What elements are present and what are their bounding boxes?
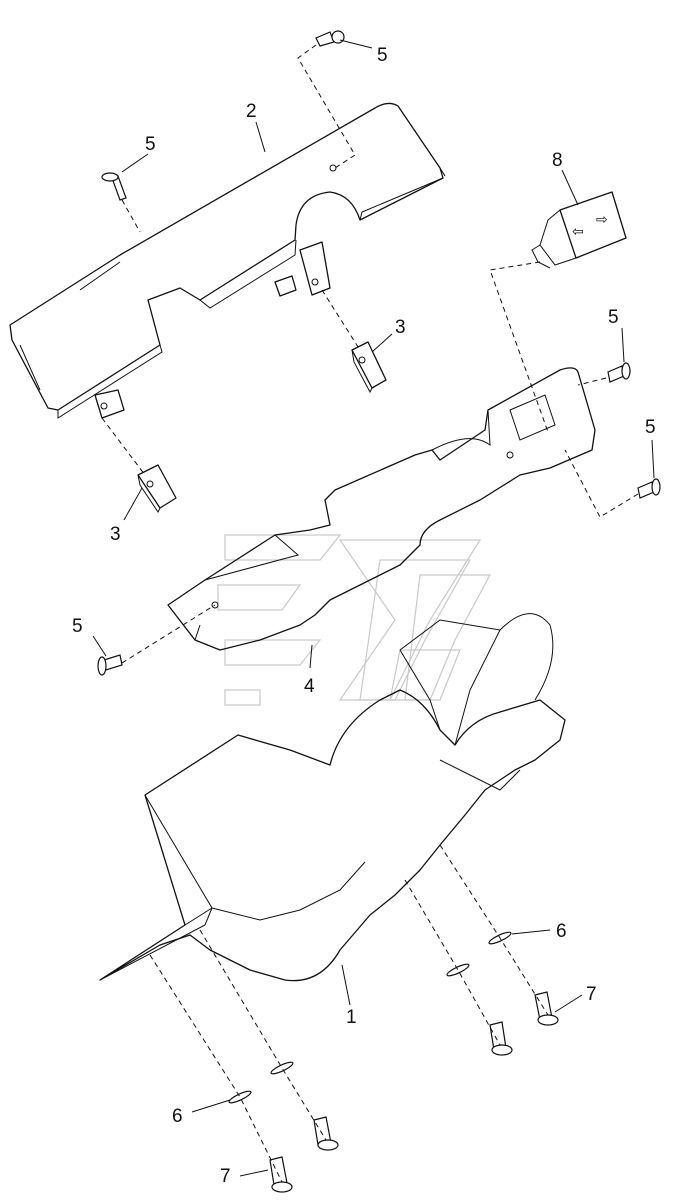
clip-part-3-right — [351, 341, 387, 394]
callout-5-top: 5 — [377, 45, 388, 66]
screw-left-bottom — [97, 654, 123, 676]
callout-1: 1 — [346, 1007, 357, 1028]
callout-6-right: 6 — [556, 921, 567, 942]
screw-right-low — [637, 478, 661, 499]
callout-8: 8 — [552, 150, 563, 171]
bolts-part-7 — [269, 991, 559, 1193]
svg-text:⇦: ⇦ — [572, 224, 584, 240]
callout-3-right: 3 — [395, 317, 406, 338]
callout-7-left: 7 — [220, 1166, 231, 1187]
washers-part-6 — [228, 931, 512, 1104]
screw-left-top — [101, 172, 127, 201]
watermark-logo — [217, 534, 492, 706]
screw-top — [315, 30, 345, 47]
callout-5-right-low: 5 — [645, 417, 656, 438]
callout-5-left-bottom: 5 — [72, 616, 83, 637]
callout-6-left: 6 — [172, 1106, 183, 1127]
callout-5-left-top: 5 — [145, 134, 156, 155]
upper-cover-part-2 — [9, 102, 446, 419]
callout-7-right: 7 — [586, 984, 597, 1005]
switch-part-8: ⇦ ⇨ — [531, 191, 627, 269]
middle-cover-part-4 — [167, 367, 596, 651]
callout-5-right-mid: 5 — [608, 307, 619, 328]
lower-cover-part-1 — [99, 613, 566, 982]
clip-part-3-left — [137, 464, 177, 513]
callout-4: 4 — [304, 676, 315, 697]
leader-lines — [92, 39, 655, 1177]
callout-3-left: 3 — [110, 524, 121, 545]
svg-text:⇨: ⇨ — [596, 212, 608, 228]
screw-right-mid — [607, 362, 631, 383]
assembly-lines — [101, 44, 639, 1183]
callout-2: 2 — [246, 101, 257, 122]
